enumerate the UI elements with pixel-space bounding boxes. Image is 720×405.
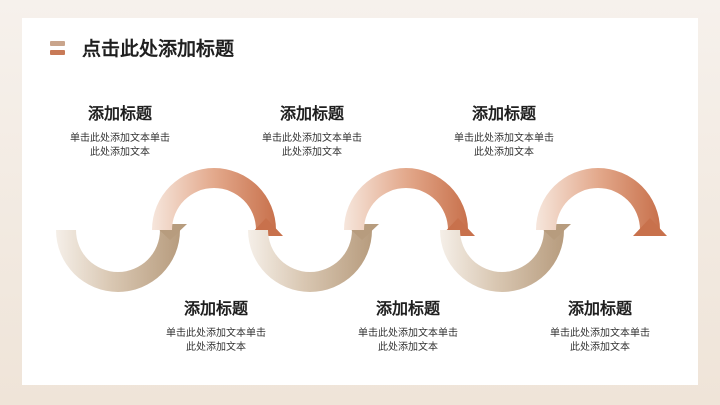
step-4-text: 添加标题 单击此处添加文本单击此处添加文本 [338,299,478,355]
step-description[interactable]: 单击此处添加文本单击此处添加文本 [262,133,362,158]
step-6-text: 添加标题 单击此处添加文本单击此处添加文本 [530,299,670,355]
step-description[interactable]: 单击此处添加文本单击此处添加文本 [358,328,458,353]
step-description[interactable]: 单击此处添加文本单击此处添加文本 [70,133,170,158]
year-label: 20XX [102,172,135,185]
step-heading[interactable]: 添加标题 [567,299,632,318]
year-label: 20XX [294,172,327,185]
year-label: 20XX [198,276,231,289]
year-label: 20XX [390,276,423,289]
wave-segment-3 [248,230,372,292]
step-heading[interactable]: 添加标题 [183,299,248,318]
arrow-head-icon [633,218,667,236]
wave-segment-5 [440,230,564,292]
step-heading[interactable]: 添加标题 [279,104,344,123]
wave-segment-6 [536,168,660,230]
wave-segment-1 [56,230,180,292]
year-label: 20XX [582,276,615,289]
step-description[interactable]: 单击此处添加文本单击此处添加文本 [550,328,650,353]
step-description[interactable]: 单击此处添加文本单击此处添加文本 [166,328,266,353]
step-1-text: 添加标题 单击此处添加文本单击此处添加文本 [50,104,190,160]
step-heading[interactable]: 添加标题 [471,104,536,123]
step-description[interactable]: 单击此处添加文本单击此处添加文本 [454,133,554,158]
step-3-text: 添加标题 单击此处添加文本单击此处添加文本 [242,104,382,160]
page-title[interactable]: 点击此处添加标题 [82,38,235,60]
step-5-text: 添加标题 单击此处添加文本单击此处添加文本 [434,104,574,160]
step-2-text: 添加标题 单击此处添加文本单击此处添加文本 [146,299,286,355]
year-label: 20XX [486,172,519,185]
title-bars-icon [50,41,65,57]
step-heading[interactable]: 添加标题 [375,299,440,318]
step-heading[interactable]: 添加标题 [87,104,152,123]
wave-segment-4 [344,168,468,230]
wave-segment-2 [152,168,276,230]
